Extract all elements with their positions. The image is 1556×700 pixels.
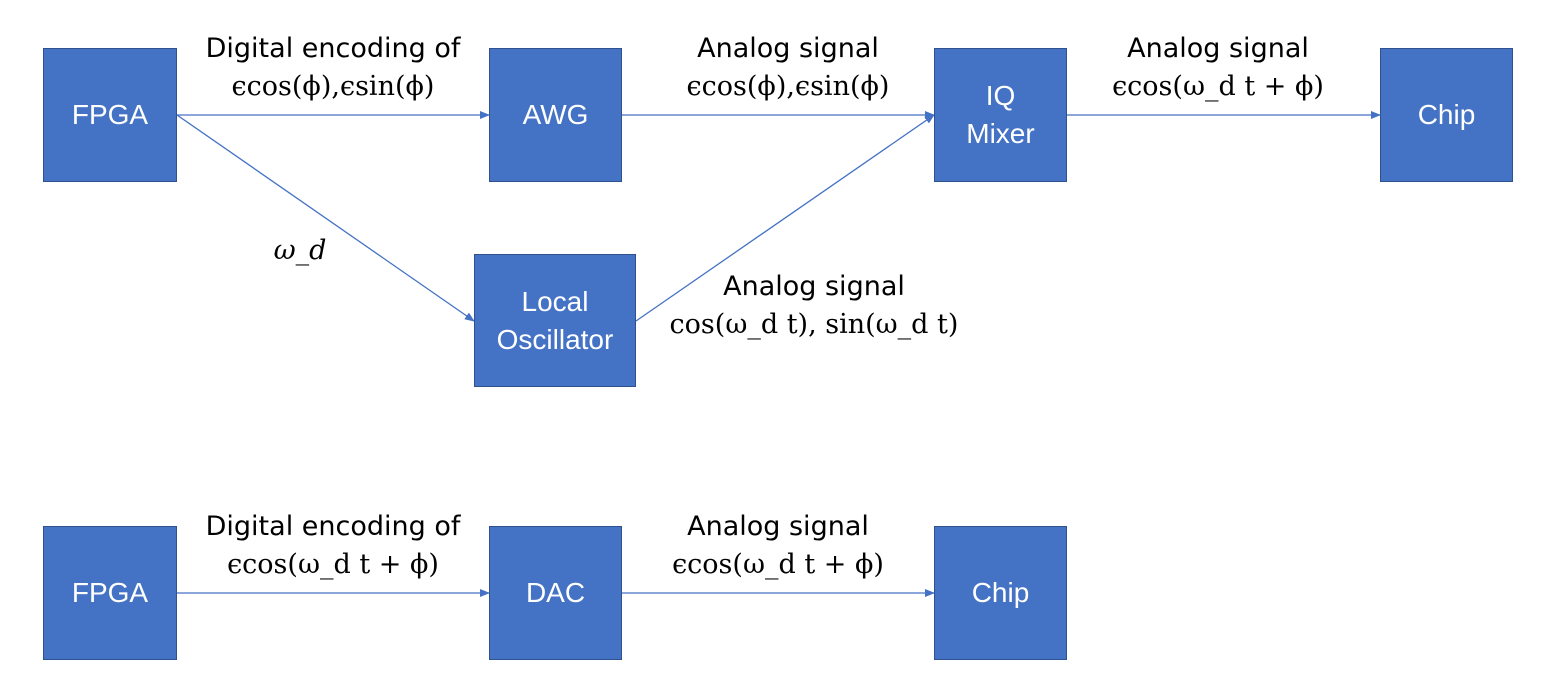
- label-lo-to-mixer: Analog signal cos(ω_d t), sin(ω_d t): [664, 268, 964, 344]
- label-lo-to-mixer-line1: Analog signal: [723, 271, 905, 302]
- iq-mixer-box: IQ Mixer: [934, 48, 1067, 182]
- label-awg-to-mixer: Analog signal ϵcos(ϕ),ϵsin(ϕ): [638, 30, 938, 106]
- label-mixer-to-chip-line2: ϵcos(ω_d t + ϕ): [1112, 71, 1324, 102]
- local-oscillator-box: Local Oscillator: [474, 254, 636, 387]
- chip-box-top: Chip: [1380, 48, 1513, 182]
- label-omega-d: ω_d: [273, 235, 327, 266]
- arrow-fpga-to-lo: [176, 114, 475, 322]
- arrow-lo-to-mixer: [635, 114, 935, 322]
- label-mixer-to-chip-line1: Analog signal: [1127, 33, 1309, 64]
- label-fpga-to-awg-line2: ϵcos(ϕ),ϵsin(ϕ): [231, 71, 435, 102]
- label-dac-to-chip-line2: ϵcos(ω_d t + ϕ): [672, 549, 884, 580]
- label-dac-to-chip: Analog signal ϵcos(ω_d t + ϕ): [623, 508, 933, 584]
- label-lo-to-mixer-line2: cos(ω_d t), sin(ω_d t): [669, 309, 959, 340]
- label-dac-to-chip-line1: Analog signal: [687, 511, 869, 542]
- label-fpga-to-dac-line1: Digital encoding of: [205, 511, 461, 542]
- label-fpga-to-awg: Digital encoding of ϵcos(ϕ),ϵsin(ϕ): [183, 30, 483, 106]
- label-fpga-to-dac-line2: ϵcos(ω_d t + ϕ): [227, 549, 439, 580]
- fpga-box-bottom: FPGA: [43, 526, 177, 660]
- label-fpga-to-awg-line1: Digital encoding of: [205, 33, 461, 64]
- dac-box: DAC: [489, 526, 622, 660]
- fpga-box-top: FPGA: [43, 48, 177, 182]
- chip-box-bottom: Chip: [934, 526, 1067, 660]
- awg-box: AWG: [489, 48, 622, 182]
- label-awg-to-mixer-line1: Analog signal: [697, 33, 879, 64]
- label-fpga-to-dac: Digital encoding of ϵcos(ω_d t + ϕ): [183, 508, 483, 584]
- label-awg-to-mixer-line2: ϵcos(ϕ),ϵsin(ϕ): [686, 71, 890, 102]
- label-mixer-to-chip: Analog signal ϵcos(ω_d t + ϕ): [1068, 30, 1368, 106]
